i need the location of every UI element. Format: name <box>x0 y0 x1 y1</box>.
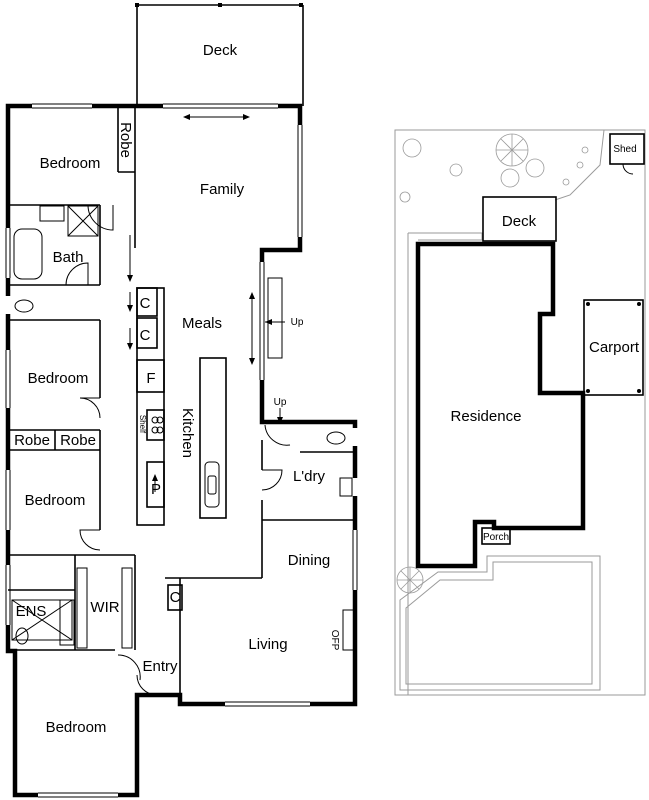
garden-bed-bottom <box>399 555 601 691</box>
windows <box>5 103 358 798</box>
label-bedroom-2: Bedroom <box>28 370 89 387</box>
residence-outline <box>415 241 586 569</box>
floor-plan-labels: Deck Robe Bedroom Family Bath Meals Up B… <box>14 42 340 736</box>
label-up-1: Up <box>291 317 304 328</box>
label-meals: Meals <box>182 315 222 332</box>
site-plan: Shed Deck <box>394 129 646 696</box>
site-carport <box>583 299 644 396</box>
shed-outline <box>609 133 645 165</box>
label-cupboard-1: C <box>140 295 151 312</box>
label-living: Living <box>248 636 287 653</box>
label-bedroom-1: Bedroom <box>40 155 101 172</box>
label-shelf: Shelf <box>138 415 147 434</box>
site-label-shed: Shed <box>613 144 636 155</box>
label-ens: ENS <box>16 603 47 620</box>
label-bedroom-3: Bedroom <box>25 492 86 509</box>
label-bedroom-4: Bedroom <box>46 719 107 736</box>
label-wir: WIR <box>90 599 119 616</box>
label-cupboard-2: C <box>140 327 151 344</box>
door-swings <box>65 204 291 696</box>
label-robe-3: Robe <box>60 432 96 449</box>
kitchen-joinery <box>136 287 227 611</box>
label-up-2: Up <box>274 397 287 408</box>
site-label-carport: Carport <box>589 339 640 356</box>
site-label-porch: Porch <box>483 532 509 543</box>
direction-arrows <box>127 114 285 492</box>
label-laundry: L'dry <box>293 468 326 485</box>
site-label-deck: Deck <box>502 213 537 230</box>
label-robe-1: Robe <box>117 122 134 158</box>
label-bath: Bath <box>53 249 84 266</box>
site-deck <box>482 196 557 242</box>
site-boundary <box>394 129 646 696</box>
label-ofp: OFP <box>329 630 340 651</box>
interior-walls <box>8 106 355 695</box>
label-fridge: F <box>146 370 155 387</box>
deck-area <box>135 3 304 106</box>
label-pantry: P <box>151 481 161 498</box>
label-dining: Dining <box>288 552 331 569</box>
label-entry: Entry <box>142 658 178 675</box>
label-deck: Deck <box>203 42 238 59</box>
site-porch <box>481 527 511 545</box>
site-label-residence: Residence <box>451 408 522 425</box>
bathroom-fixtures <box>11 205 356 651</box>
floor-plan: Deck Robe Bedroom Family Bath Meals Up B… <box>5 3 358 798</box>
label-robe-2: Robe <box>14 432 50 449</box>
label-kitchen: Kitchen <box>179 408 196 458</box>
label-family: Family <box>200 181 245 198</box>
wir-shelves <box>76 567 133 649</box>
label-cupboard-3: C <box>170 589 181 606</box>
